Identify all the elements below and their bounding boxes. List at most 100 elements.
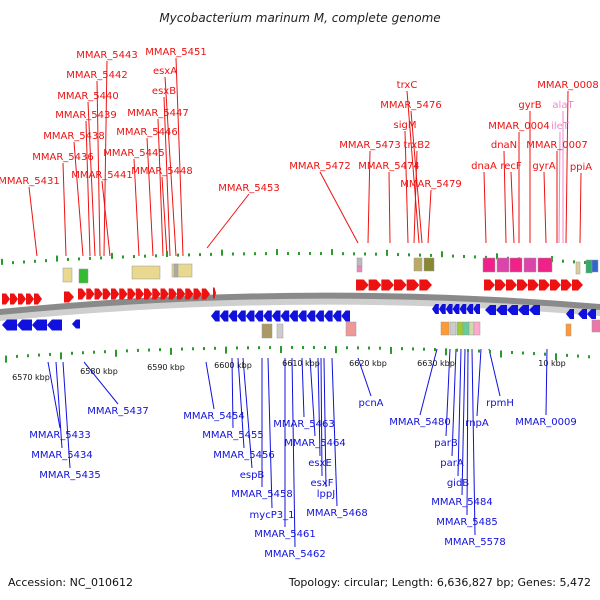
feature-block [440, 321, 450, 336]
reverse-gene-arrow [445, 304, 453, 314]
connector-mmar-5485 [466, 348, 469, 516]
gene-label-mmar-5473: MMAR_5473 [339, 140, 401, 151]
forward-gene-arrow [127, 288, 136, 300]
forward-gene-arrow [86, 288, 95, 300]
connector-mycp3-1 [267, 357, 273, 509]
connector-mmar-0009 [545, 348, 548, 416]
gene-label-esxa: esxA [153, 66, 177, 77]
reverse-gene-arrow [297, 310, 307, 322]
forward-gene-arrow [368, 279, 382, 291]
feature-block [575, 261, 581, 275]
forward-gene-arrow [119, 288, 128, 300]
reverse-gene-arrow [518, 305, 529, 315]
scale-label: 6610 kbp [282, 359, 320, 368]
reverse-gene-arrow [289, 310, 298, 322]
feature-block [509, 257, 523, 273]
gene-label-mmar-0004: MMAR_0004 [488, 121, 550, 132]
gene-label-mmar-5455: MMAR_5455 [202, 430, 264, 441]
gene-label-parb: parB [434, 438, 458, 449]
gene-label-mmar-5479: MMAR_5479 [400, 179, 462, 190]
gene-label-mmar-5476: MMAR_5476 [380, 100, 442, 111]
forward-gene-arrow [484, 279, 495, 291]
reverse-gene-arrow [341, 310, 350, 322]
connector-esxf [320, 357, 323, 477]
reverse-gene-arrow [315, 310, 324, 322]
gene-label-espb: espB [240, 470, 265, 481]
gene-label-mmar-5442: MMAR_5442 [66, 70, 128, 81]
gene-label-mmar-0007: MMAR_0007 [526, 140, 588, 151]
feature-block [78, 268, 89, 284]
forward-gene-arrow [168, 288, 177, 300]
gene-label-gyra: gyrA [532, 161, 555, 172]
reverse-gene-arrow [72, 319, 80, 329]
gene-label-mmar-5484: MMAR_5484 [431, 497, 493, 508]
scale-label: 6580 kbp [80, 367, 118, 376]
forward-gene-arrow [572, 279, 583, 291]
gene-label-rpmh: rpmH [486, 398, 514, 409]
reverse-gene-arrow [432, 304, 439, 314]
connector-mmar-5447 [157, 118, 164, 257]
reverse-gene-arrow [245, 310, 255, 322]
connector-mmar-5474 [388, 171, 391, 244]
feature-block [523, 257, 537, 273]
forward-gene-arrow [34, 293, 42, 305]
feature-block [565, 323, 572, 337]
connector-esxb [163, 96, 171, 257]
reverse-gene-arrow [438, 304, 446, 314]
forward-gene-arrow [381, 279, 394, 291]
connector-mmar-5434 [55, 361, 63, 449]
gene-label-mmar-5446: MMAR_5446 [116, 127, 178, 138]
reverse-gene-arrow [2, 319, 17, 331]
gene-label-mmar-5480: MMAR_5480 [389, 417, 451, 428]
reverse-gene-arrow [566, 309, 574, 319]
reverse-gene-arrow [306, 310, 316, 322]
gene-label-mmar-5451: MMAR_5451 [145, 47, 207, 58]
connector-mmar-5479 [427, 189, 432, 244]
reverse-gene-arrow [578, 309, 587, 319]
gene-label-lppj: lppJ [317, 489, 335, 500]
connector-mmar-5472 [319, 171, 359, 244]
gene-label-esxe: esxE [308, 458, 332, 469]
feature-block [468, 321, 475, 336]
connector-mmar-5442 [96, 80, 101, 257]
gene-label-ilet: ileT [551, 121, 570, 132]
gene-label-para: parA [440, 458, 464, 469]
connector-mmar-5446 [146, 137, 154, 257]
gene-label-mmar-5461: MMAR_5461 [254, 529, 316, 540]
connector-mmar-5443 [103, 60, 108, 257]
connector-mmar-5464 [309, 357, 316, 437]
reverse-gene-arrow [219, 310, 229, 322]
top-gene-labels: MMAR_5431MMAR_5436MMAR_5438MMAR_5439MMAR… [0, 47, 599, 194]
feature-block [356, 257, 363, 267]
forward-gene-arrow [135, 288, 144, 300]
forward-gene-arrow [550, 279, 561, 291]
connector-ppia [579, 172, 582, 244]
feature-block [537, 257, 553, 273]
connector-mmar-5440 [87, 101, 96, 257]
connector-gidb [457, 348, 462, 477]
connector-mmar-5436 [62, 162, 67, 257]
reverse-gene-arrow [332, 310, 342, 322]
forward-gene-arrow [406, 279, 420, 291]
gene-label-ppia: ppiA [570, 162, 592, 173]
connector-mmar-5578 [471, 348, 476, 536]
connector-mmar-5484 [461, 348, 466, 496]
gene-label-mmar-5439: MMAR_5439 [55, 110, 117, 121]
forward-gene-arrow [26, 293, 34, 305]
scale-label: 6590 kbp [147, 363, 185, 372]
forward-gene-arrow [177, 288, 186, 300]
gene-label-esxb: esxB [152, 86, 176, 97]
connector-mmar-0008 [565, 90, 569, 244]
connector-mmar-5448 [161, 176, 168, 257]
forward-gene-arrow [495, 279, 506, 291]
reverse-gene-arrow [507, 305, 518, 315]
connector-pcna [357, 357, 372, 397]
gene-label-mmar-5464: MMAR_5464 [284, 438, 346, 449]
connector-mmar-5445 [133, 158, 140, 257]
feature-block [585, 259, 593, 274]
feature-block [345, 321, 357, 337]
gene-label-mmar-5448: MMAR_5448 [131, 166, 193, 177]
reverse-gene-arrow [32, 319, 47, 331]
gene-label-mmar-5437: MMAR_5437 [87, 406, 149, 417]
